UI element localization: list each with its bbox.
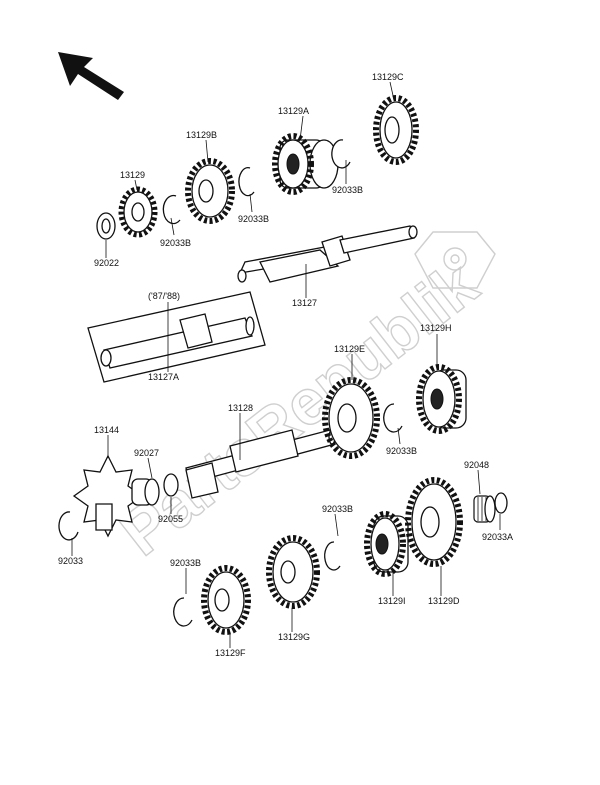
label-13129F: 13129F (215, 648, 246, 658)
label-13129H: 13129H (420, 323, 452, 333)
part-13129B-gear (185, 158, 235, 224)
part-92033A-washer (494, 492, 508, 514)
label-13129: 13129 (120, 170, 145, 180)
part-92033-circlip (58, 511, 79, 541)
label-92033B-lower-left: 92033B (170, 558, 201, 568)
label-92033B-lower-mid: 92033B (322, 504, 353, 514)
label-92033B-upper-right: 92033B (332, 185, 363, 195)
part-13129I-gear (364, 511, 409, 577)
label-92022: 92022 (94, 258, 119, 268)
front-direction-arrow-icon (58, 52, 124, 100)
label-13144: 13144 (94, 425, 119, 435)
label-92027: 92027 (134, 448, 159, 458)
part-13129D-gear (405, 477, 463, 567)
part-92033B-circlip (162, 194, 181, 225)
part-labels: 13129C 13129A 13129B 13129 92033B 92033B… (58, 72, 513, 658)
label-92033B-upper-left: 92033B (160, 238, 191, 248)
part-92048-bearing (473, 495, 496, 523)
label-13129D: 13129D (428, 596, 460, 606)
part-13129-gear (118, 186, 158, 238)
part-92033B-circlip (173, 597, 193, 627)
label-variant-87-88: ('87/'88) (148, 291, 180, 301)
part-13129A-gear (272, 133, 339, 195)
label-13129B: 13129B (186, 130, 217, 140)
part-92033B-circlip (331, 139, 351, 169)
part-92027-collar (131, 478, 160, 506)
part-13127A-shaft-inset (87, 291, 266, 383)
part-13144-sprocket (72, 454, 144, 538)
label-13129G: 13129G (278, 632, 310, 642)
part-13129F-gear (201, 565, 251, 635)
part-13127-shaft (237, 225, 418, 283)
label-13129A: 13129A (278, 106, 309, 116)
leader-lines (71, 81, 501, 648)
label-13129C: 13129C (372, 72, 404, 82)
label-92048: 92048 (464, 460, 489, 470)
part-13129E-gear (322, 377, 380, 459)
part-92022-washer (96, 212, 116, 240)
label-92033A: 92033A (482, 532, 513, 542)
part-92033B-circlip (238, 166, 255, 197)
part-92055-ring (163, 473, 179, 497)
label-92055: 92055 (158, 514, 183, 524)
label-92033: 92033 (58, 556, 83, 566)
part-13129G-gear (266, 535, 320, 609)
part-13129H-gear (416, 364, 467, 434)
label-13129E: 13129E (334, 344, 365, 354)
label-13127A: 13127A (148, 372, 179, 382)
part-13129C-gear (373, 95, 419, 165)
label-13129I: 13129I (378, 596, 406, 606)
part-92033B-circlip (383, 403, 403, 433)
gear-watermark-icon (414, 231, 496, 289)
part-92033B-circlip (324, 541, 341, 571)
label-92033B-lower-right: 92033B (386, 446, 417, 456)
label-13128: 13128 (228, 403, 253, 413)
label-92033B-upper-mid: 92033B (238, 214, 269, 224)
label-13127: 13127 (292, 298, 317, 308)
